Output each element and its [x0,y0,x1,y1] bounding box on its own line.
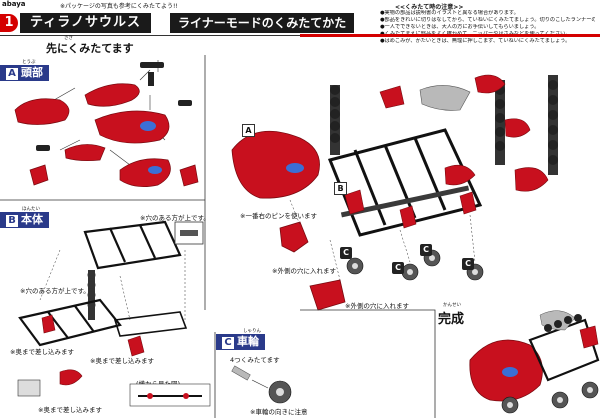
hole-top-label-1: ※穴のある方が上です。 [140,214,210,222]
assemble-first-label: 先にくみたてます [46,42,134,55]
header-divider [0,35,300,36]
section-b-letter: B [6,215,18,227]
section-a-ruby: とうぶ [22,60,36,65]
complete-label: 完成 [438,312,465,327]
section-b-name: 本体 [21,213,43,226]
wheel-direction-label: ※車輪の向きに注意 [250,408,308,416]
pin-label: ※一番右のピンを使います [240,212,317,220]
brand-text: abaya [2,0,26,8]
section-c-name: 車輪 [237,335,259,348]
section-a-letter: A [6,68,18,80]
page-title: ティラノサウルス [20,13,151,33]
package-note: ※パッケージの写真も参考にくみたてよう!! [60,3,178,10]
marker-b-main: B [334,182,347,195]
complete-ruby: かんせい [443,303,461,308]
first-ruby: さき [64,36,73,41]
section-a-name: 頭部 [21,66,43,79]
insert-label-3: ※奥まで差し込みます [38,406,102,414]
wheel-count-label: 4つくみたてます [230,356,280,364]
hole-top-label-2: ※穴のある方が上です。 [20,287,90,295]
caution-line: ●部品をきれいに切りはなしてから、ていねいにくみたてましょう。切りのこしたランナ… [380,17,595,23]
marker-c-2: C [392,262,404,274]
page-subtitle: ライナーモードのくみたてかた [170,13,355,33]
marker-c-4: C [462,258,474,270]
caution-line: ●実物の部品は説明書のイラストと異なる場合があります。 [380,10,519,16]
outer-hole-label-1: ※外側の穴に入れます [272,267,336,275]
outer-hole-label-2: ※外側の穴に入れます [345,302,409,310]
marker-c-1: C [340,247,352,259]
section-c-letter: C [222,337,234,349]
section-b-ruby: ほんたい [22,207,40,212]
marker-a-main: A [242,124,255,137]
header-red-band [300,34,600,37]
caution-heading: <<くみたて時の注意>> [395,4,464,11]
caution-line: ●一人でできないときは、大人の方にお手伝いしてもらいましょう。 [380,24,540,30]
marker-c-3: C [420,244,432,256]
insert-label-2: ※奥まで差し込みます [90,357,154,365]
section-c-ruby: しゃりん [243,329,261,334]
caution-line: ●はめこみが、かたいときは、無理に押しこまず、ていねいにくみたてましょう。 [380,38,571,44]
step-number: 1 [0,14,18,32]
insert-label-1: ※奥まで差し込みます [10,348,74,356]
